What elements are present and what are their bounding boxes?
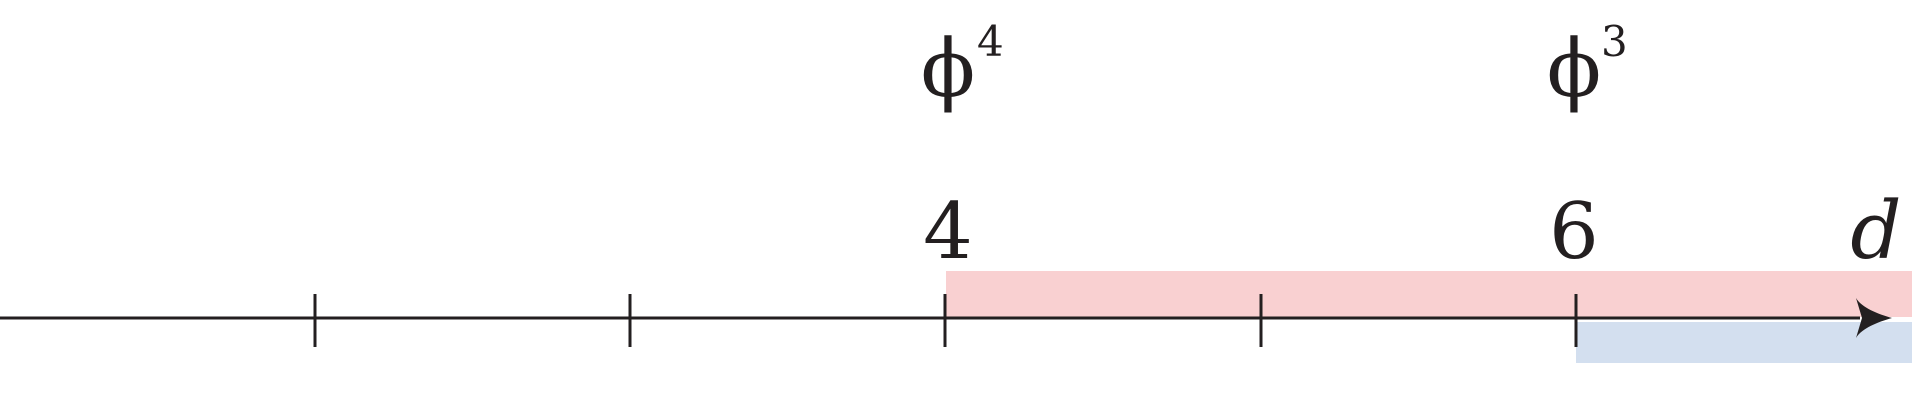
phi4-exponent: 4 [977, 17, 1004, 66]
phi3-base: ϕ [1547, 22, 1602, 115]
tick-label-6: 6 [1549, 187, 1599, 277]
phi4-base: ϕ [921, 22, 976, 115]
phi4-range-band [946, 271, 1912, 317]
axis-variable-label: d [1850, 184, 1901, 277]
phi3-range-band [1576, 322, 1912, 363]
axis-arrowhead-icon [1856, 298, 1892, 338]
tick-label-4: 4 [923, 187, 973, 277]
phi3-exponent: 3 [1601, 17, 1628, 66]
